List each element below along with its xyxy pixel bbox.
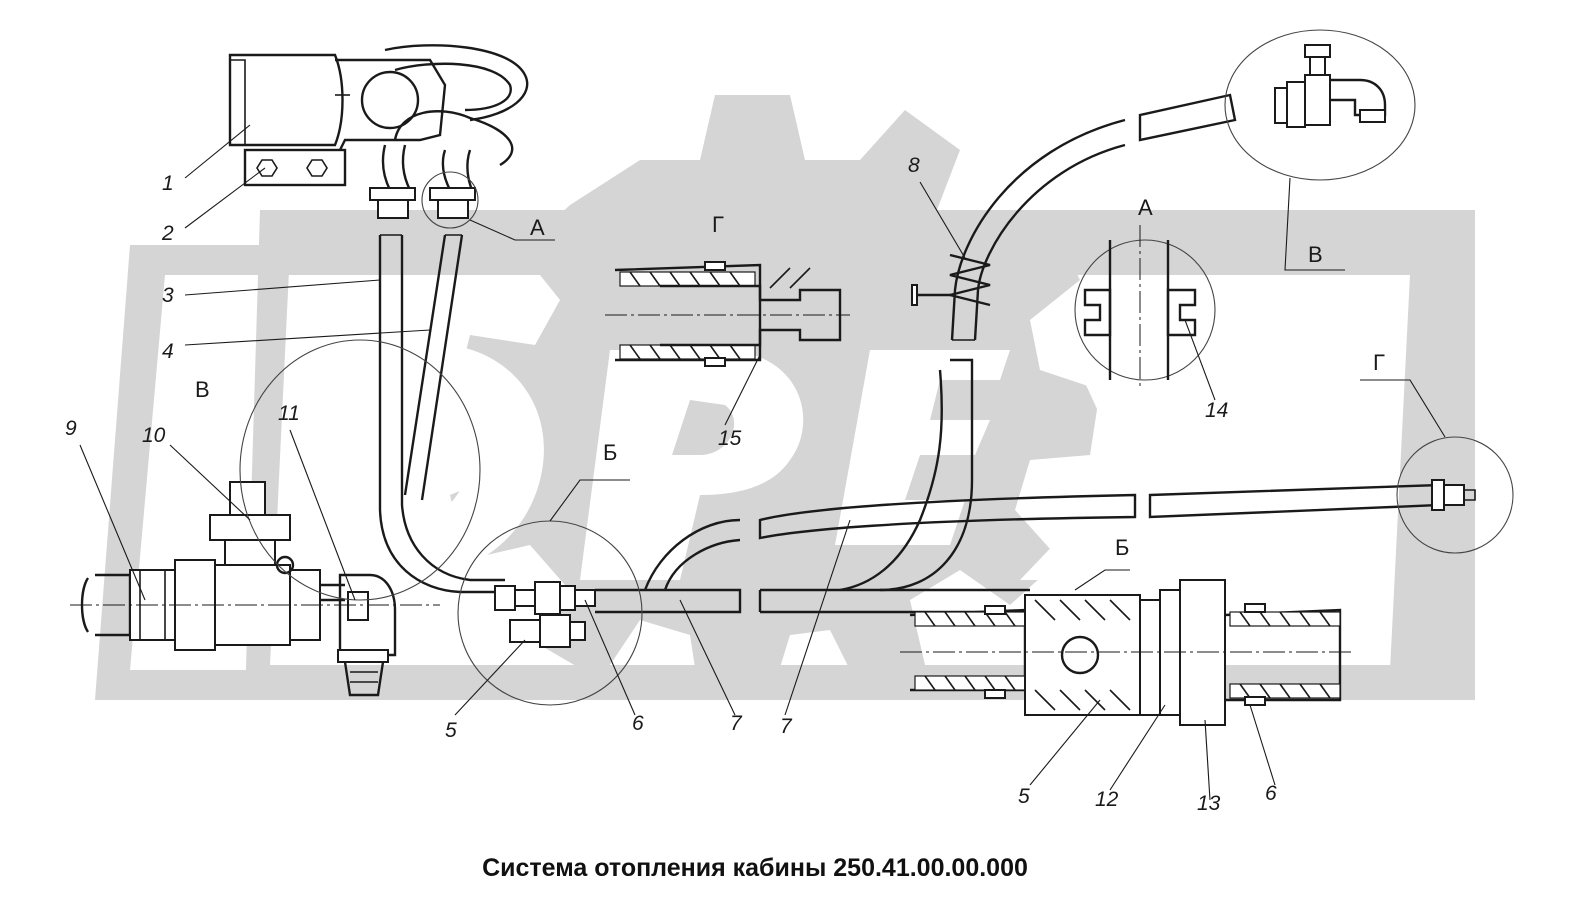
- hoses-3-4: [378, 234, 505, 594]
- drawing-title: Система отопления кабины 250.41.00.00.00…: [482, 854, 1028, 882]
- detail-a-section: [1074, 225, 1216, 390]
- callout-4: 4: [162, 340, 174, 363]
- callout-11: 11: [278, 402, 300, 425]
- view-g-detail-label: Г: [712, 212, 724, 237]
- callout-15: 15: [718, 427, 742, 450]
- callout-14: 14: [1205, 399, 1228, 422]
- heater-unit: [228, 44, 529, 219]
- view-b-marker: Б: [603, 440, 617, 465]
- callout-8: 8: [908, 154, 920, 177]
- valve-assembly: [70, 481, 440, 697]
- leader-lines: [79, 124, 1276, 801]
- callout-12: 12: [1095, 788, 1119, 811]
- view-a-detail-label: А: [1138, 195, 1153, 220]
- hose-8: [911, 93, 1237, 341]
- callout-7-left: 7: [730, 712, 743, 735]
- detail-circles: [239, 29, 1514, 706]
- callout-9: 9: [65, 417, 77, 440]
- watermark-logo: [95, 95, 1475, 700]
- watermark-letters: [316, 344, 1320, 580]
- view-v-marker: В: [1308, 242, 1323, 267]
- view-v-left-label: В: [195, 377, 210, 402]
- detail-g-section: [605, 261, 850, 367]
- callout-10: 10: [142, 424, 166, 447]
- callout-6-right: 6: [1265, 782, 1277, 805]
- view-a-marker: А: [530, 215, 545, 240]
- callout-3: 3: [162, 284, 174, 307]
- callout-13: 13: [1197, 792, 1221, 815]
- view-markers: А А Б Б В В Г Г: [195, 195, 1385, 560]
- callout-labels: 1 2 3 4 5 6 7 7 8 9 10 11 12 13 14 15 5 …: [65, 154, 1277, 815]
- callout-1: 1: [162, 172, 174, 195]
- detail-v-valve: [1274, 44, 1387, 128]
- callout-7-right: 7: [780, 715, 793, 738]
- detail-b-section: [900, 579, 1355, 726]
- callout-5-right: 5: [1018, 785, 1030, 808]
- pipe-assembly-center: [494, 358, 1476, 648]
- callout-6-left: 6: [632, 712, 644, 735]
- callout-2: 2: [161, 222, 174, 245]
- view-g-marker: Г: [1373, 350, 1385, 375]
- view-b-detail-label: Б: [1115, 535, 1129, 560]
- callout-5-left: 5: [445, 719, 457, 742]
